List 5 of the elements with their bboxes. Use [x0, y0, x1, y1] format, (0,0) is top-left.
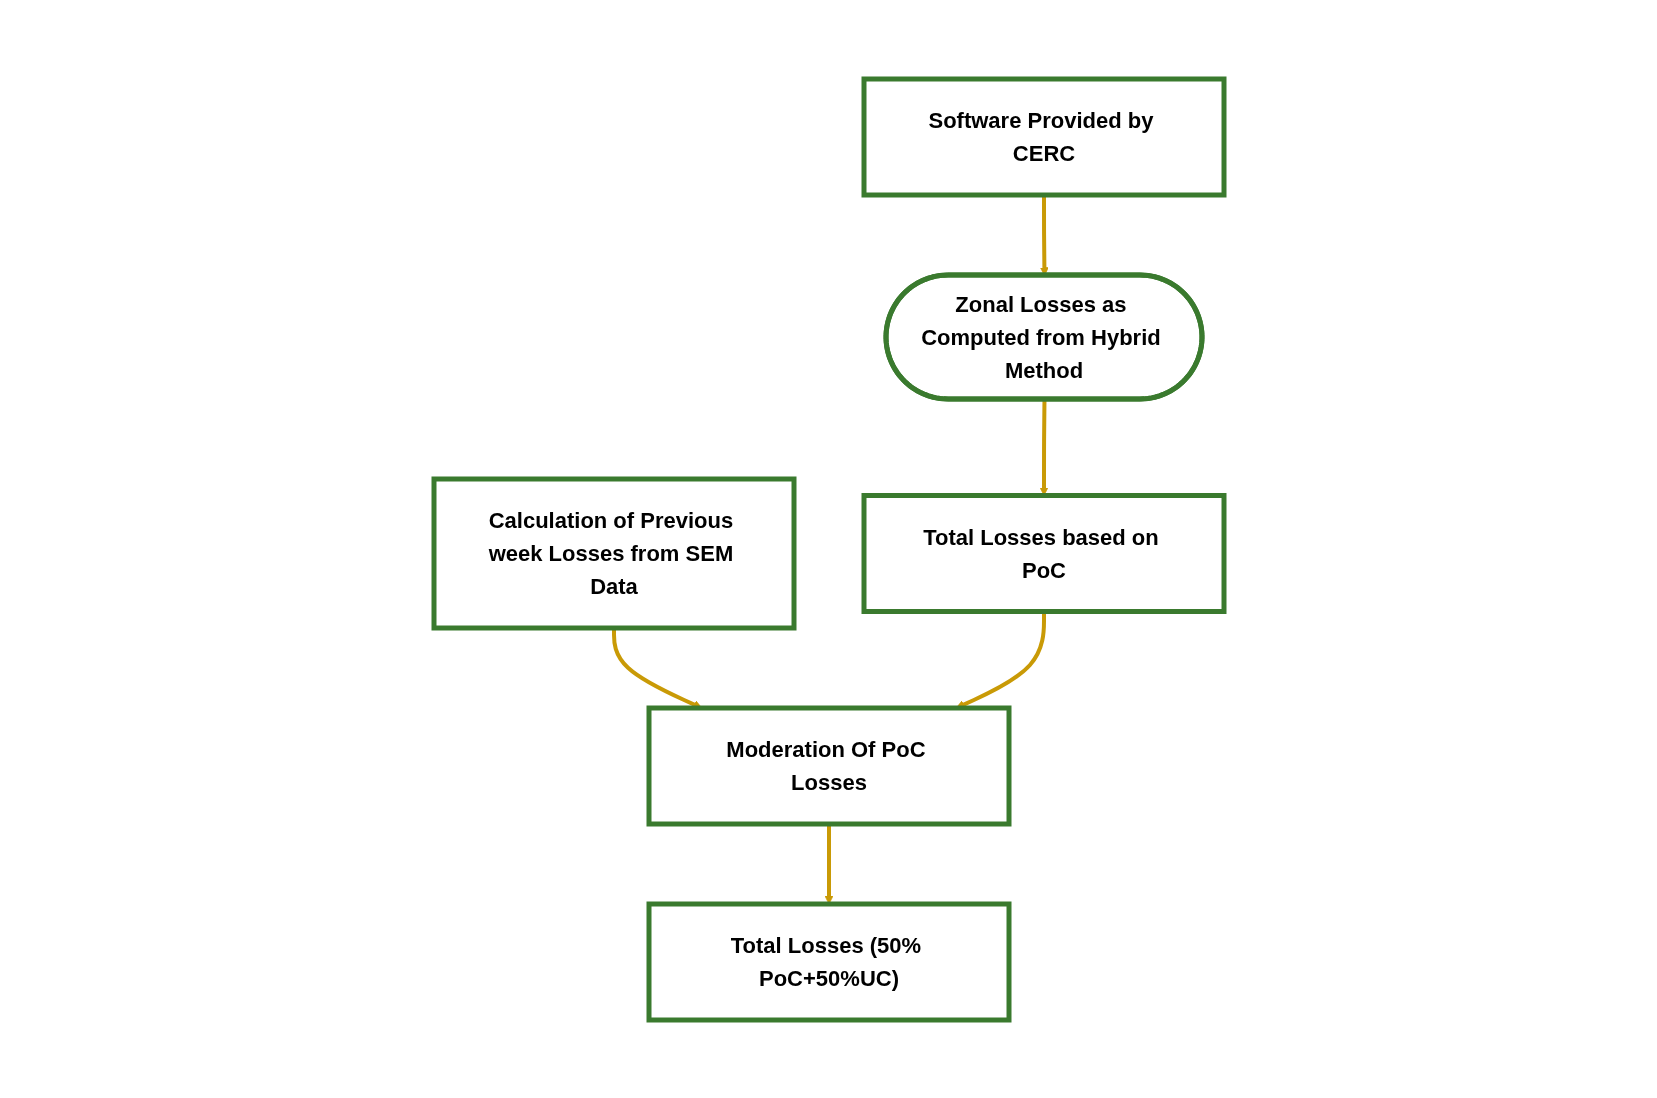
- node-box: Software Provided by CERC: [861, 76, 1226, 197]
- node-box: Total Losses based on PoC: [861, 492, 1226, 614]
- node-box: Moderation Of PoC Losses: [646, 705, 1011, 826]
- node-box: Total Losses (50% PoC+50%UC): [646, 901, 1011, 1022]
- node-box: Calculation of Previous week Losses from SEM Data: [431, 476, 796, 630]
